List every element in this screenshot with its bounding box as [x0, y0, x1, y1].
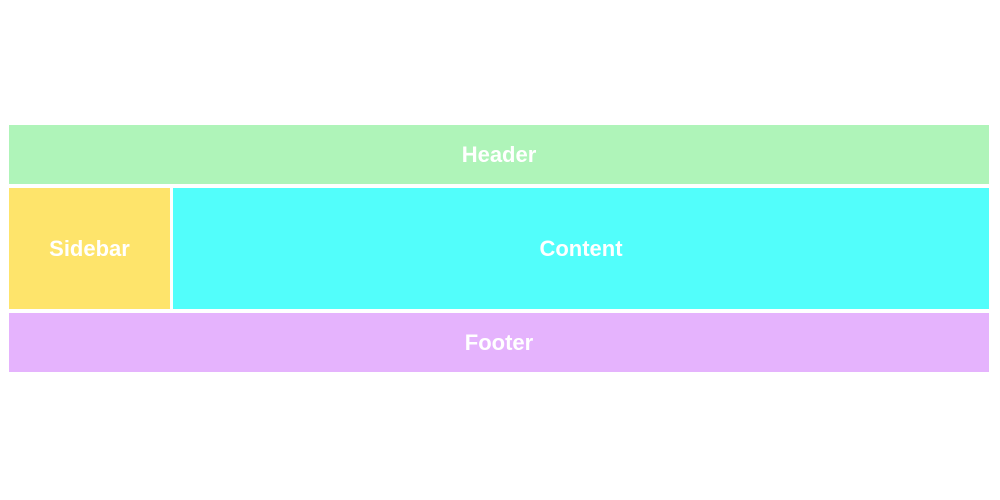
header-region: Header — [9, 125, 989, 184]
content-label: Content — [539, 235, 623, 261]
header-label: Header — [461, 141, 537, 167]
footer-region: Footer — [9, 313, 989, 372]
content-region: Content — [173, 188, 989, 309]
sidebar-region: Sidebar — [9, 188, 170, 309]
footer-label: Footer — [464, 329, 534, 355]
sidebar-label: Sidebar — [49, 235, 130, 261]
